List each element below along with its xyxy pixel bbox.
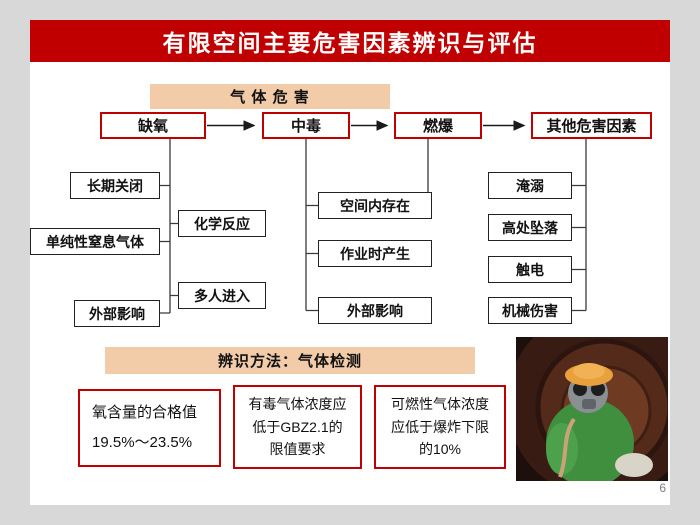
hazard-electric-shock: 触电 xyxy=(488,256,572,283)
criterion-oxygen-content: 氧含量的合格值 19.5%～23.5% xyxy=(78,389,221,467)
criterion-line: 限值要求 xyxy=(269,441,326,458)
detection-method-header: 辨识方法：气体检测 xyxy=(105,347,475,374)
criterion-line: 19.5%～23.5% xyxy=(92,434,193,451)
hazard-drowning: 淹溺 xyxy=(488,172,572,199)
criterion-line: 的10% xyxy=(418,441,462,458)
gas-hazard-header: 气 体 危 害 xyxy=(150,84,390,109)
worker-photo-graphic xyxy=(507,308,697,498)
page-number: 6 xyxy=(659,481,666,495)
hazard-fall-from-height: 高处坠落 xyxy=(488,214,572,241)
criterion-line: 应低于爆炸下限 xyxy=(391,418,489,435)
node-oxygen-deficiency: 缺氧 xyxy=(100,112,206,139)
cause-long-term-closure: 长期关闭 xyxy=(70,172,160,199)
node-poisoning: 中毒 xyxy=(262,112,350,139)
page-title: 有限空间主要危害因素辨识与评估 xyxy=(30,20,670,62)
node-explosion: 燃爆 xyxy=(394,112,482,139)
criterion-line: 氧含量的合格值 xyxy=(92,404,198,421)
criterion-line: 有毒气体浓度应 xyxy=(248,396,347,413)
criterion-line: 低于GBZ2.1的 xyxy=(252,418,343,435)
hazard-mechanical-injury: 机械伤害 xyxy=(488,297,572,324)
source-generated-during-work: 作业时产生 xyxy=(318,240,432,267)
cause-chemical-reaction: 化学反应 xyxy=(178,210,266,237)
source-external-influence: 外部影响 xyxy=(318,297,432,324)
cause-external-influence-left: 外部影响 xyxy=(74,300,160,327)
criterion-toxic-gas: 有毒气体浓度应 低于GBZ2.1的 限值要求 xyxy=(233,385,362,469)
cause-multiple-entrants: 多人进入 xyxy=(178,282,266,309)
worker-in-confined-space-photo xyxy=(507,308,697,498)
criterion-flammable-gas: 可燃性气体浓度 应低于爆炸下限 的10% xyxy=(374,385,506,469)
criterion-line: 可燃性气体浓度 xyxy=(391,396,489,413)
cause-simple-asphyxiant-gas: 单纯性窒息气体 xyxy=(30,228,160,255)
source-existing-in-space: 空间内存在 xyxy=(318,192,432,219)
node-other-hazards: 其他危害因素 xyxy=(531,112,652,139)
